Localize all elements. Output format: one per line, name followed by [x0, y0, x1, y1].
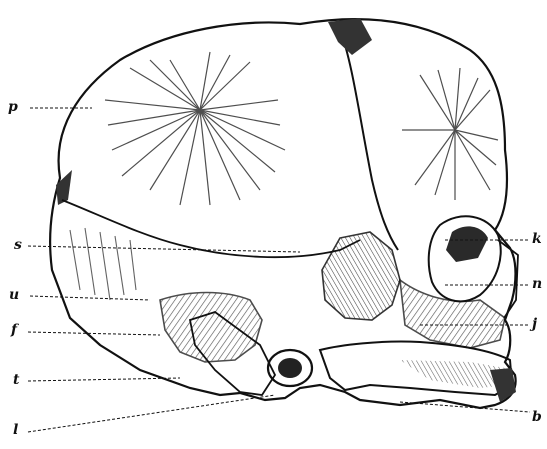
temporal-hatching — [70, 228, 136, 300]
leader-l — [28, 395, 275, 432]
label-n: n — [532, 277, 542, 291]
label-f: f — [11, 323, 17, 337]
frontal-radiating-lines — [402, 68, 498, 200]
parietal-radiating-lines — [105, 52, 285, 205]
label-b: b — [532, 410, 542, 424]
label-k: k — [532, 232, 542, 246]
cranium-outline — [50, 19, 516, 408]
label-s: s — [14, 238, 22, 252]
ear-opening — [278, 358, 302, 378]
posterior-fontanelle — [56, 170, 72, 205]
leader-s — [28, 246, 300, 252]
label-p: p — [8, 100, 18, 114]
anterior-fontanelle — [328, 18, 372, 55]
label-j: j — [532, 317, 537, 331]
leader-u — [30, 296, 150, 300]
label-l: l — [13, 423, 18, 437]
label-u: u — [9, 288, 19, 302]
zygomatic-bone — [400, 280, 505, 348]
orbit-shadow — [446, 226, 488, 262]
leader-t — [28, 378, 180, 381]
leader-f — [28, 332, 160, 335]
coronal-suture — [340, 30, 398, 250]
temporal-lower — [160, 293, 262, 363]
squamosal-border — [62, 200, 360, 257]
sphenoid-region — [322, 232, 400, 320]
label-t: t — [13, 373, 19, 387]
